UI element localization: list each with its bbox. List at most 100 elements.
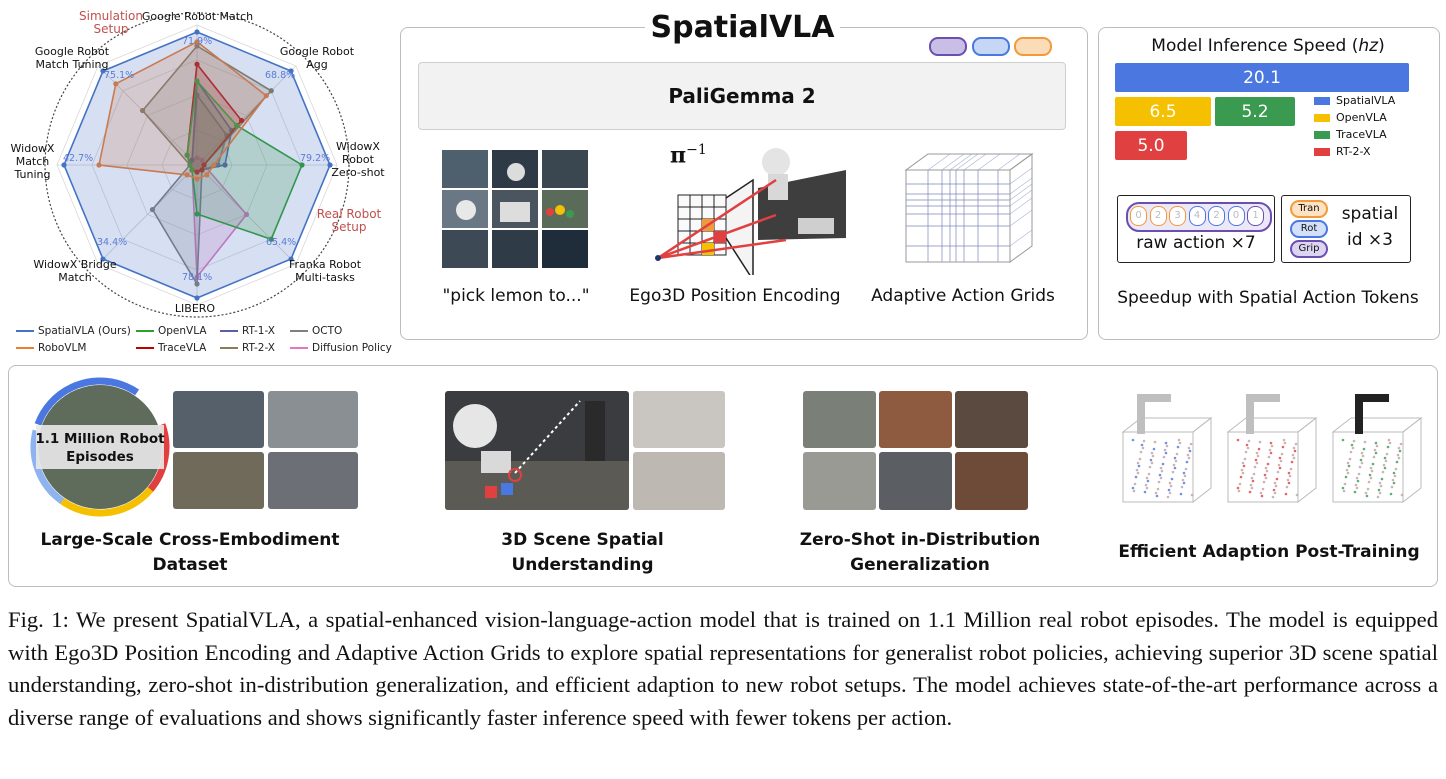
grid-line [963, 153, 987, 171]
radar-point [268, 88, 274, 94]
raw-digit-token: 1 [1247, 206, 1264, 226]
adaption-mark [1366, 487, 1370, 491]
spatial-id-box: Tran Rot Grip spatial id ×3 [1281, 195, 1411, 263]
adaption-mark [1354, 483, 1358, 487]
adaption-mark [1254, 458, 1258, 462]
adaption-mark [1381, 470, 1385, 474]
adaption-mark [1161, 462, 1165, 466]
adaption-mark [1158, 473, 1162, 477]
radar-point [113, 81, 119, 87]
adaption-mark [1147, 472, 1151, 476]
adaption-mark [1375, 444, 1379, 448]
adaption-mark [1341, 486, 1345, 490]
adaption-mark [1374, 441, 1378, 445]
adaption-mark [1246, 446, 1250, 450]
adaption-mark [1362, 447, 1366, 451]
radar-axis-label: Google Robot Match [141, 10, 254, 23]
highlight-label: Efficient Adaption Post-Training [1118, 542, 1420, 562]
adaption-mark [1284, 492, 1288, 496]
adaption-mark [1144, 483, 1148, 487]
adaption-mark [1141, 446, 1145, 450]
radar-value-label: 71.9% [182, 36, 213, 47]
radar-point [194, 169, 200, 175]
adaption-mark [1241, 461, 1245, 465]
adaption-mark [1133, 482, 1137, 486]
adaption-mark [1183, 474, 1187, 478]
adaption-mark [1379, 484, 1383, 488]
adaption-mark [1143, 490, 1147, 494]
adaption-mark [1396, 453, 1400, 457]
legend-swatch [220, 347, 238, 349]
adaption-mark [1247, 439, 1251, 443]
legend-swatch [16, 347, 34, 349]
radar-point [189, 157, 195, 163]
grid-line [949, 153, 973, 171]
adaption-mark [1142, 439, 1146, 443]
adaption-mark [1245, 443, 1249, 447]
adaption-mark [1297, 416, 1317, 504]
adaption-mark [1360, 461, 1364, 465]
radar-legend-item: Diffusion Policy [290, 342, 392, 354]
adaption-mark [1290, 460, 1294, 464]
adaption-illustration [1118, 392, 1428, 512]
grid-line [1009, 183, 1033, 201]
radar-point [100, 256, 106, 262]
adaption-mark [1394, 467, 1398, 471]
adaption-mark [1269, 451, 1273, 455]
radar-point [184, 172, 190, 178]
legend-swatch [290, 330, 308, 332]
adaption-mark [1182, 481, 1186, 485]
radar-value-label: 34.4% [97, 237, 128, 248]
pi-symbol: π−1 [670, 142, 707, 169]
radar-point [194, 295, 200, 301]
adaption-mark [1390, 485, 1394, 489]
adaption-mark [1151, 454, 1155, 458]
adaption-mark [1150, 451, 1154, 455]
adaption-mark [1226, 417, 1318, 433]
adaption-mark [1398, 449, 1402, 453]
adaption-mark [1262, 480, 1266, 484]
adaption-mark [1369, 466, 1373, 470]
adaption-mark [1369, 476, 1373, 480]
adaption-mark [1361, 454, 1365, 458]
adaption-mark [1376, 495, 1380, 499]
speed-legend-item: OpenVLA [1314, 111, 1387, 124]
adaption-mark [1179, 492, 1183, 496]
adaption-mark [1343, 482, 1347, 486]
adaption-mark [1236, 438, 1240, 442]
adaption-mark [1134, 475, 1138, 479]
adaption-mark [1288, 474, 1292, 478]
adaption-mark [1250, 486, 1254, 490]
adaption-mark [1146, 479, 1150, 483]
raw-digit-token: 2 [1149, 206, 1167, 226]
radar-spoke [196, 65, 297, 166]
adaption-mark [1149, 458, 1153, 462]
radar-legend-item: OpenVLA [136, 325, 207, 337]
adaption-mark [1173, 456, 1177, 460]
dataset-ring-svg [30, 377, 170, 517]
adaption-mark [1352, 439, 1356, 443]
radar-value-label: 65.4% [266, 237, 297, 248]
radar-legend-item: RoboVLM [16, 342, 86, 354]
zeroshot-image-6 [955, 452, 1028, 510]
adaption-mark [1163, 448, 1167, 452]
adaption-svg [1121, 394, 1423, 504]
adaption-mark [1145, 486, 1149, 490]
adaption-mark [1374, 451, 1378, 455]
adaption-mark [1171, 470, 1175, 474]
adaption-mark [1121, 417, 1213, 433]
adaption-mark [1359, 458, 1363, 462]
adaption-mark [1187, 446, 1191, 450]
radar-point [194, 43, 200, 49]
adaption-mark [1274, 484, 1278, 488]
adaption-mark [1293, 449, 1297, 453]
radar-point [61, 162, 67, 168]
ego3d-illustration: π−1 [648, 140, 848, 283]
radar-point [194, 39, 200, 45]
spatial-scene-image [445, 391, 629, 510]
radar-outer-ring [44, 12, 350, 318]
adaption-mark [1176, 445, 1180, 449]
radar-legend-item: RT-1-X [220, 325, 275, 337]
adaption-mark [1387, 438, 1391, 442]
raw-digit-token: 3 [1169, 206, 1186, 226]
